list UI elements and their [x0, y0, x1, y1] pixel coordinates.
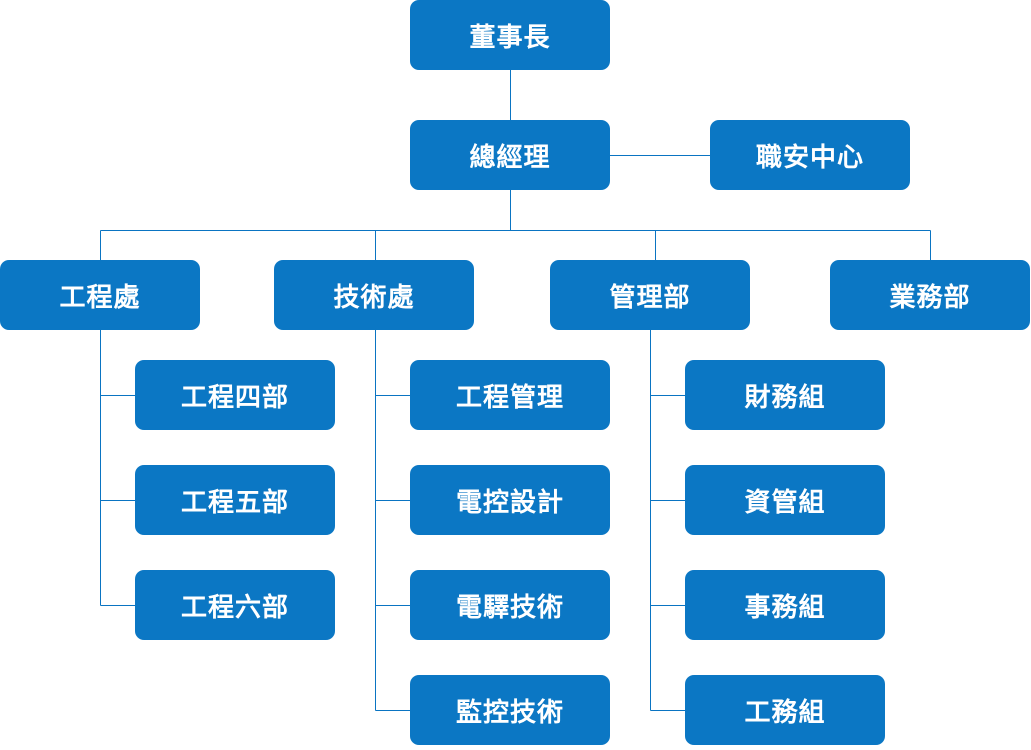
node-technical-unit: 電控設計: [410, 465, 610, 535]
node-technical-unit: 監控技術: [410, 675, 610, 745]
node-chairman: 董事長: [410, 0, 610, 70]
node-engineering-unit: 工程五部: [135, 465, 335, 535]
node-technical-unit: 電驛技術: [410, 570, 610, 640]
node-general-manager: 總經理: [410, 120, 610, 190]
node-label: 業務部: [889, 282, 971, 313]
node-technical-unit: 工程管理: [410, 360, 610, 430]
node-engineering-division: 工程處: [0, 260, 200, 330]
node-label: 電控設計: [455, 487, 564, 518]
node-label: 管理部: [609, 282, 691, 313]
node-label: 資管組: [744, 487, 826, 518]
node-label: 電驛技術: [455, 592, 564, 623]
node-safety-center: 職安中心: [710, 120, 910, 190]
node-management-department: 管理部: [550, 260, 750, 330]
node-label: 工程處: [59, 282, 141, 313]
node-label: 技術處: [333, 282, 415, 313]
node-label: 事務組: [744, 592, 826, 623]
node-label: 總經理: [469, 142, 551, 173]
node-engineering-unit: 工程六部: [135, 570, 335, 640]
node-management-unit: 工務組: [685, 675, 885, 745]
node-label: 監控技術: [455, 697, 564, 728]
node-business-department: 業務部: [830, 260, 1030, 330]
node-label: 工程六部: [180, 592, 289, 623]
node-label: 財務組: [744, 382, 826, 413]
node-label: 工程管理: [455, 382, 564, 413]
node-label: 職安中心: [755, 142, 864, 173]
node-label: 工程五部: [180, 487, 289, 518]
node-label: 工務組: [744, 697, 826, 728]
node-management-unit: 財務組: [685, 360, 885, 430]
node-management-unit: 事務組: [685, 570, 885, 640]
node-label: 董事長: [469, 22, 551, 53]
node-technical-division: 技術處: [274, 260, 474, 330]
node-management-unit: 資管組: [685, 465, 885, 535]
node-label: 工程四部: [180, 382, 289, 413]
node-engineering-unit: 工程四部: [135, 360, 335, 430]
